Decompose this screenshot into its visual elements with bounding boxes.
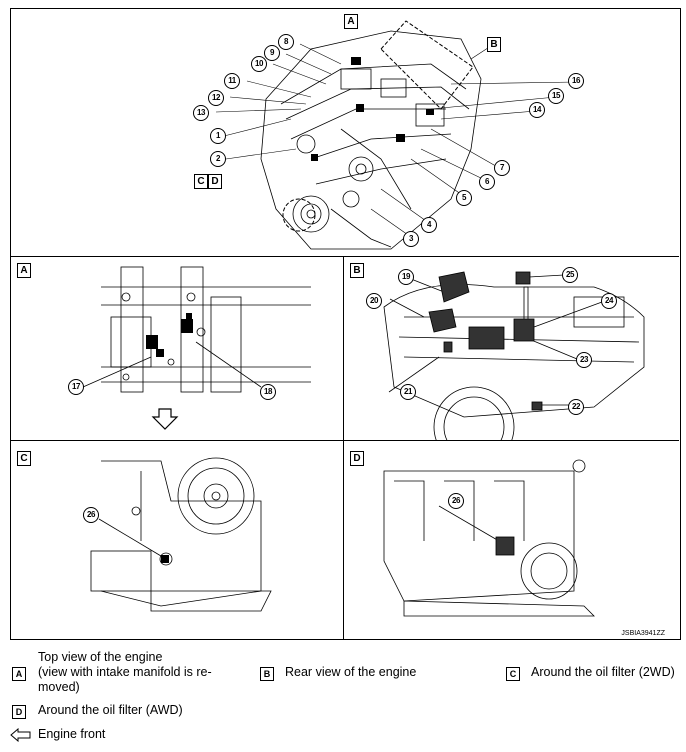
callout-6: 6 [479,174,495,190]
callout-21: 21 [400,384,416,400]
panel-b-drawing [383,271,645,440]
callout-4: 4 [421,217,437,233]
panel-b: B 19 20 21 22 23 24 25 [344,257,679,441]
legend-a-tag: A [12,667,26,681]
panel-a-label: A [17,263,31,278]
legend-arrow-text: Engine front [38,727,106,741]
legend-a-line-3: moved) [38,680,80,694]
legend-d-tag: D [12,705,26,719]
panel-d: D 26 JSBIA3941ZZ [344,441,679,639]
panel-c: C 26 [11,441,344,639]
callout-14: 14 [529,102,545,118]
tag-d-marker: D [208,174,222,189]
callout-3: 3 [403,231,419,247]
legend-a-line-1: Top view of the engine [38,650,163,664]
legend-b-tag: B [260,667,274,681]
callout-20: 20 [366,293,382,309]
callout-2: 2 [210,151,226,167]
callout-7: 7 [494,160,510,176]
legend-b-text: Rear view of the engine [285,665,417,679]
callout-26-panel-c: 26 [83,507,99,523]
leader-lines [215,43,577,238]
panel-d-label: D [350,451,364,466]
legend-c-text: Around the oil filter (2WD) [531,665,675,679]
callout-9: 9 [264,45,280,61]
tag-b-marker: B [487,37,501,52]
figure-frame: A B C D 1 2 3 4 5 6 7 8 9 10 11 12 13 14… [10,8,681,640]
callout-17: 17 [68,379,84,395]
panel-d-drawing [383,459,595,617]
callout-26-panel-d: 26 [448,493,464,509]
hollow-left-arrow-icon [10,728,31,742]
panel-c-drawing [90,457,272,612]
engine-overview-drawing [215,20,577,250]
legend-a-line-2: (view with intake manifold is re- [38,665,212,679]
hollow-down-arrow-icon [151,408,179,430]
callout-1: 1 [210,128,226,144]
callout-13: 13 [193,105,209,121]
panel-a: A 17 18 [11,257,344,441]
callout-11: 11 [224,73,240,89]
engine-overview-panel: A B C D 1 2 3 4 5 6 7 8 9 10 11 12 13 14… [11,9,679,257]
callout-10: 10 [251,56,267,72]
callout-23: 23 [576,352,592,368]
panel-c-label: C [17,451,31,466]
callout-8: 8 [278,34,294,50]
callout-5: 5 [456,190,472,206]
drawing-code: JSBIA3941ZZ [621,630,665,637]
tag-c-marker: C [194,174,208,189]
callout-18: 18 [260,384,276,400]
callout-25: 25 [562,267,578,283]
panel-b-label: B [350,263,364,278]
panel-a-drawing [82,266,311,430]
legend-d-text: Around the oil filter (AWD) [38,703,183,717]
callout-15: 15 [548,88,564,104]
callout-12: 12 [208,90,224,106]
callout-16: 16 [568,73,584,89]
callout-22: 22 [568,399,584,415]
legend-c-tag: C [506,667,520,681]
callout-24: 24 [601,293,617,309]
callout-19: 19 [398,269,414,285]
tag-a-marker: A [344,14,358,29]
